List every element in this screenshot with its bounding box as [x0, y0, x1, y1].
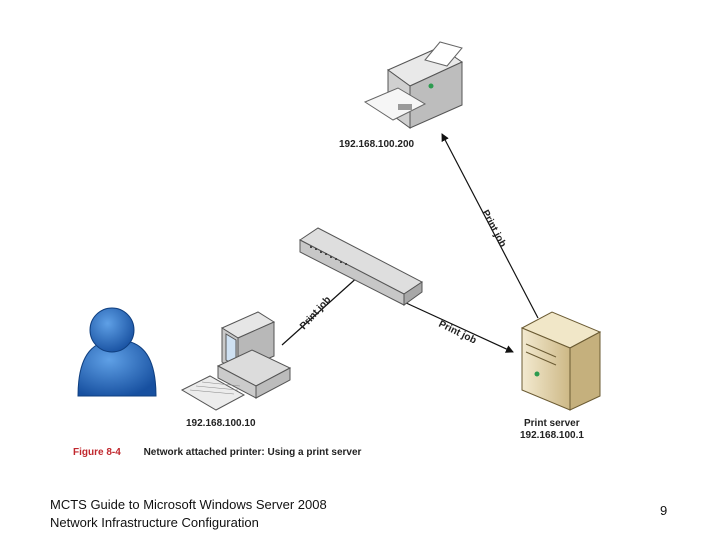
edge-client-to-switch [281, 274, 361, 346]
printer-icon [363, 41, 464, 129]
server-name-label: Print server [524, 418, 580, 429]
edge-server-to-printer [441, 133, 539, 319]
slide-footer: MCTS Guide to Microsoft Windows Server 2… [50, 496, 327, 532]
server-ip-label: 192.168.100.1 [520, 430, 584, 441]
print-server-icon [520, 311, 602, 411]
edge-label-switch-server: Print job [437, 319, 478, 347]
user-icon [77, 307, 157, 397]
edge-switch-to-server [403, 301, 514, 353]
edge-label-server-printer: Print job [479, 208, 508, 249]
footer-line-2: Network Infrastructure Configuration [50, 515, 259, 530]
page-number: 9 [660, 503, 668, 518]
figure-caption: Figure 8-4 Network attached printer: Usi… [73, 447, 361, 458]
switch-icon [299, 227, 423, 306]
edge-label-client-switch: Print job [298, 295, 333, 333]
footer-line-1: MCTS Guide to Microsoft Windows Server 2… [50, 497, 327, 512]
figure-caption-text: Network attached printer: Using a print … [143, 447, 362, 458]
client-ip-label: 192.168.100.10 [186, 418, 256, 429]
computer-icon [180, 311, 292, 411]
printer-ip-label: 192.168.100.200 [339, 139, 415, 150]
figure-number: Figure 8-4 [73, 447, 121, 458]
